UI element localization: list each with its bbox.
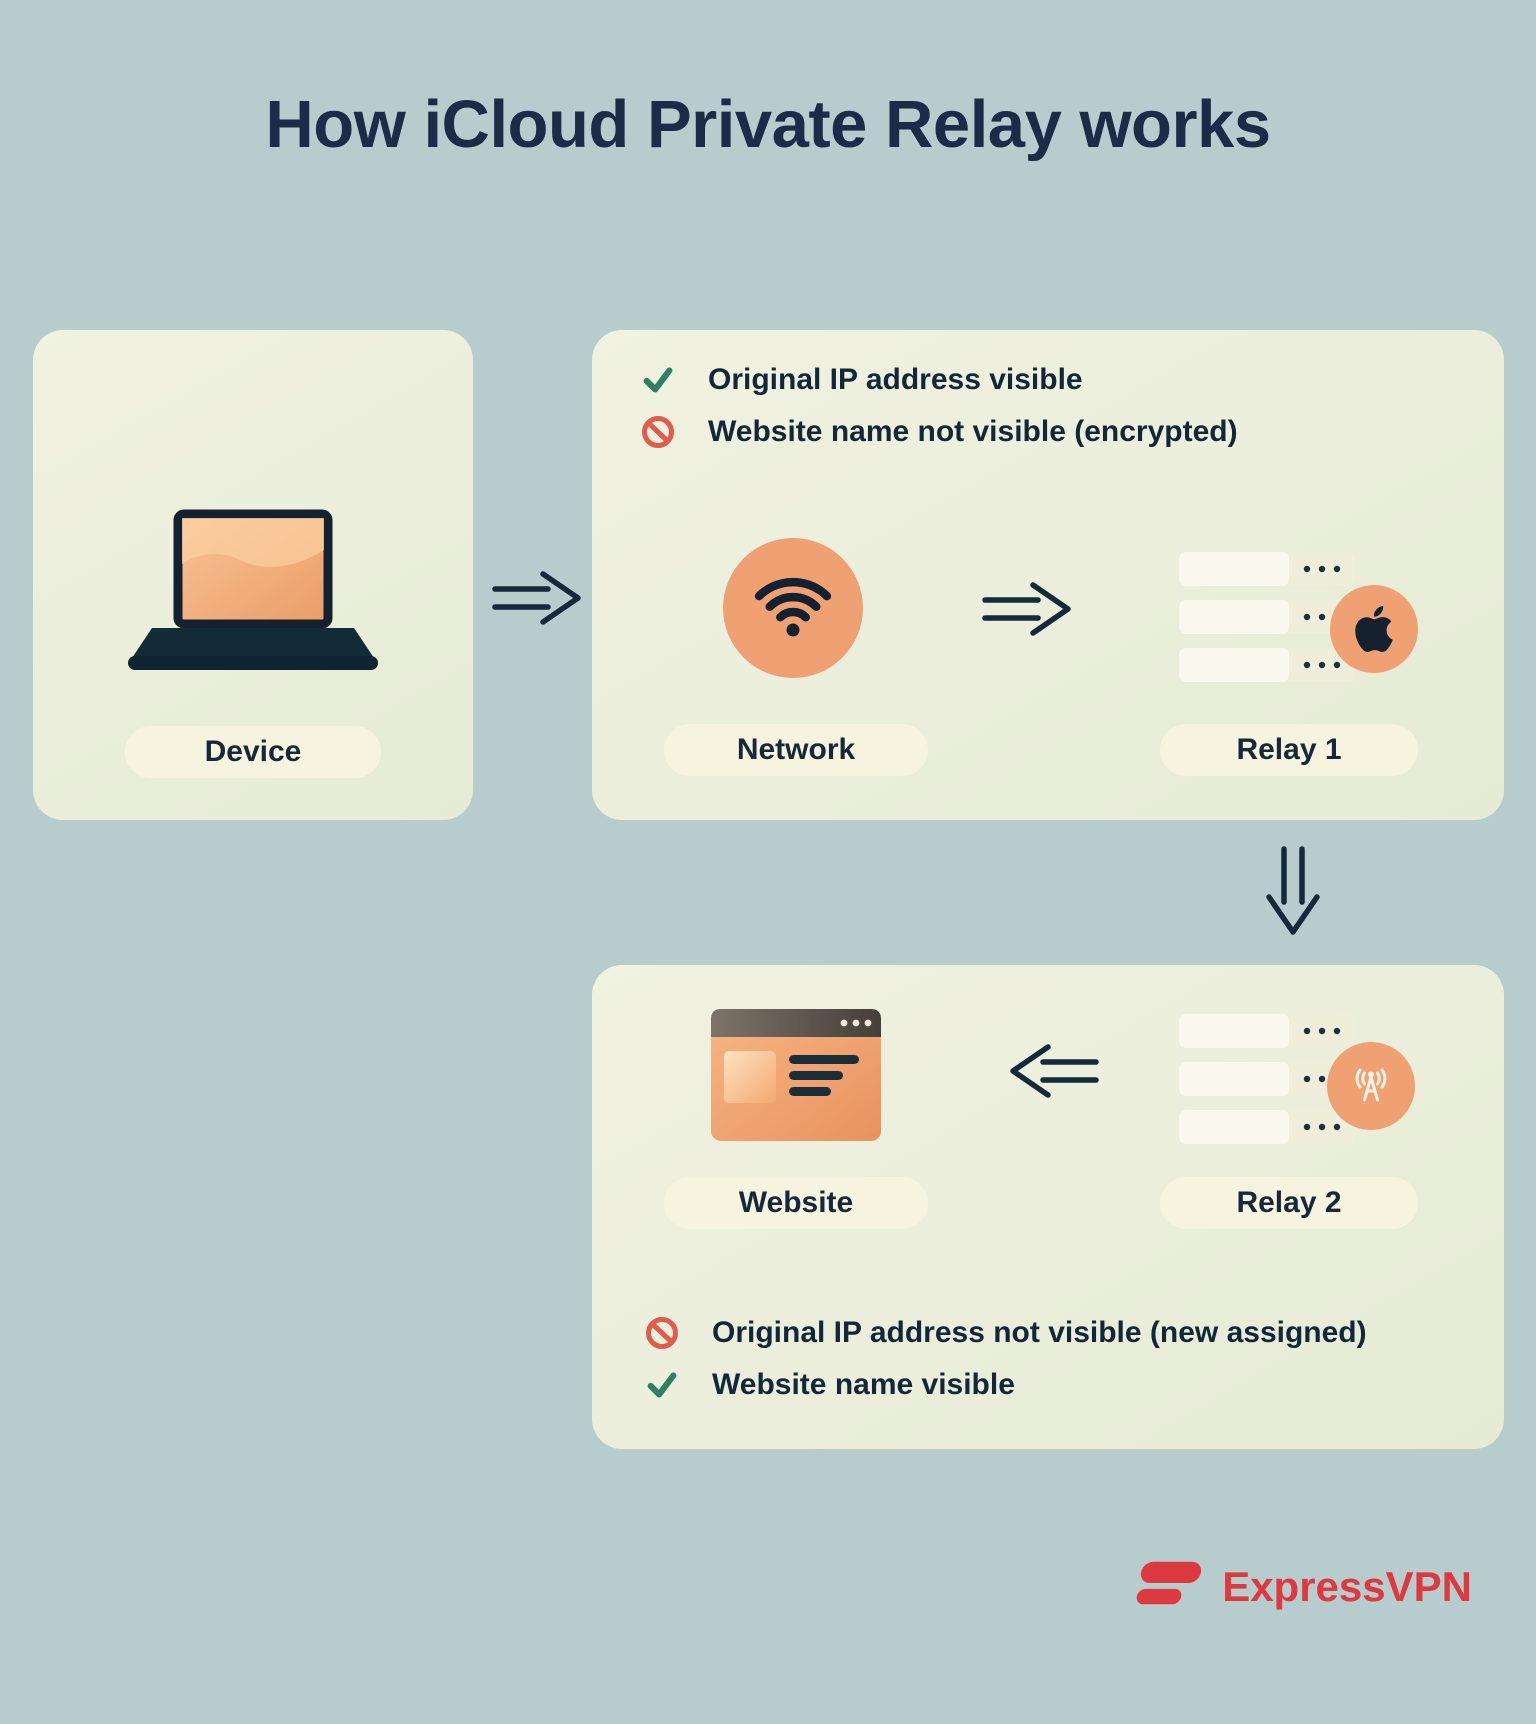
bullet-text: Original IP address not visible (new ass… [712, 1316, 1367, 1349]
device-label-pill: Device [125, 726, 381, 778]
website-label: Website [738, 1186, 854, 1219]
expressvpn-logo-icon [1132, 1556, 1208, 1617]
relay1-label: Relay 1 [1236, 733, 1342, 766]
page-title: How iCloud Private Relay works [265, 87, 1271, 162]
server-rack-icon [1179, 1014, 1355, 1144]
wifi-icon [723, 538, 863, 678]
network-label-pill: Network [664, 724, 928, 776]
brand-wordmark: ExpressVPN [1222, 1562, 1472, 1610]
flow-arrow-down-relay1-to-relay2-icon [1262, 846, 1324, 943]
bullet-row: Website name not visible (encrypted) [640, 414, 1238, 450]
check-icon [644, 1367, 680, 1403]
laptop-icon [128, 506, 378, 674]
brand-footer: ExpressVPN [1132, 1556, 1472, 1617]
device-card: Device [33, 330, 473, 820]
bullet-row: Original IP address not visible (new ass… [644, 1315, 1367, 1351]
bullet-text: Original IP address visible [708, 363, 1083, 396]
bullet-row: Website name visible [644, 1367, 1367, 1403]
relay2-label: Relay 2 [1236, 1186, 1342, 1219]
relay2-label-pill: Relay 2 [1160, 1177, 1418, 1229]
website-label-pill: Website [664, 1177, 928, 1229]
check-icon [640, 362, 676, 398]
browser-window-icon [711, 1009, 881, 1141]
blocked-icon [640, 414, 676, 450]
network-relay1-card: Original IP address visible Website name… [592, 330, 1504, 820]
relay1-label-pill: Relay 1 [1160, 724, 1418, 776]
bottom-card-bullets: Original IP address not visible (new ass… [644, 1315, 1367, 1403]
device-label: Device [204, 735, 302, 768]
flow-arrow-right-device-to-network-icon [492, 567, 584, 634]
apple-badge-icon [1330, 585, 1418, 673]
website-relay2-card: Website [592, 965, 1504, 1449]
bullet-text: Website name not visible (encrypted) [708, 415, 1238, 448]
blocked-icon [644, 1315, 680, 1351]
server-rack-icon [1179, 552, 1355, 682]
antenna-badge-icon [1327, 1042, 1415, 1130]
network-label: Network [736, 733, 856, 766]
flow-arrow-right-network-to-relay1-icon [982, 578, 1074, 645]
bullet-row: Original IP address visible [640, 362, 1238, 398]
flow-arrow-left-relay2-to-website-icon [1007, 1040, 1099, 1107]
bullet-text: Website name visible [712, 1368, 1015, 1401]
top-card-bullets: Original IP address visible Website name… [640, 362, 1238, 450]
